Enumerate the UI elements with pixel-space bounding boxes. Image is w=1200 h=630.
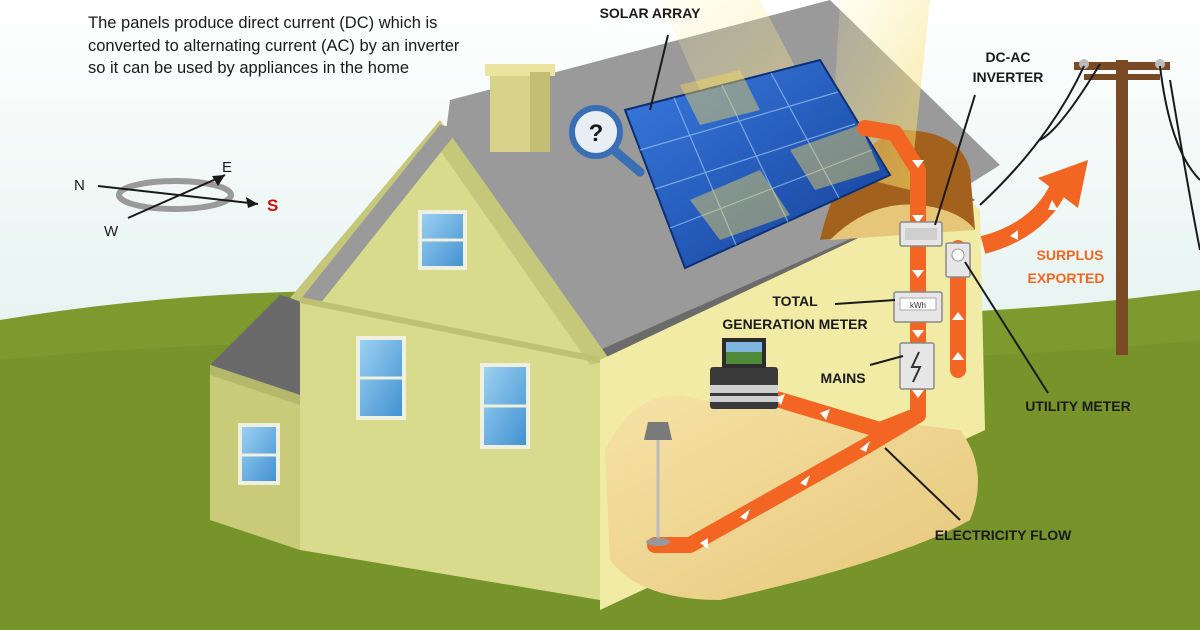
house-left-wing — [210, 295, 300, 550]
floor-lamp — [644, 422, 672, 546]
label-total-line1: TOTAL — [772, 293, 818, 309]
label-surplus-line1: SURPLUS — [1037, 247, 1104, 263]
compass-east: E — [222, 159, 232, 176]
chimney — [485, 64, 555, 152]
label-total-line2: GENERATION METER — [722, 316, 867, 332]
label-electricity-flow: ELECTRICITY FLOW — [935, 527, 1072, 543]
magnifier-symbol: ? — [589, 120, 604, 147]
label-surplus-line2: EXPORTED — [1027, 270, 1104, 286]
computer-equipment — [710, 338, 778, 409]
generation-meter-box: kWh — [893, 291, 943, 323]
utility-meter-box — [945, 242, 971, 278]
compass-north: N — [74, 177, 85, 194]
compass-south: S — [267, 196, 278, 215]
kwh-label: kWh — [910, 301, 926, 310]
solar-panel — [623, 58, 892, 270]
magnifier-icon: ? — [569, 105, 645, 177]
label-inverter-line2: INVERTER — [973, 69, 1044, 85]
inverter-box — [899, 221, 943, 247]
leader-lines — [649, 34, 1049, 521]
house-front — [290, 120, 610, 600]
mains-box — [899, 342, 935, 390]
label-inverter-line1: DC-AC — [985, 49, 1030, 65]
compass-icon — [97, 174, 259, 219]
label-mains: MAINS — [820, 370, 865, 386]
compass-west: W — [104, 223, 119, 240]
surplus-arrow — [980, 160, 1088, 254]
label-solar-array: SOLAR ARRAY — [600, 5, 702, 21]
label-utility-meter: UTILITY METER — [1025, 398, 1131, 414]
power-pole — [979, 59, 1200, 355]
intro-text: The panels produce direct current (DC) w… — [88, 14, 460, 77]
flow-arrow-marks — [700, 160, 1058, 549]
